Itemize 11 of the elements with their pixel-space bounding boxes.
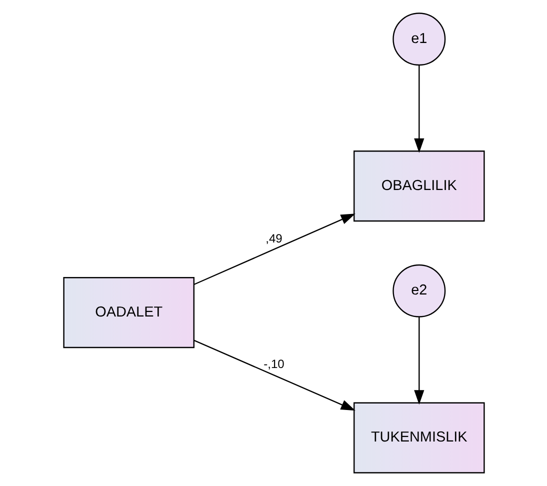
node-box: OBAGLILIK [353, 150, 484, 222]
node-box: OADALET [62, 277, 194, 348]
arrow [193, 214, 355, 286]
node-circle: e2 [392, 264, 446, 318]
arrow [193, 340, 355, 411]
arrow [414, 65, 424, 153]
edge-label: ,49 [265, 232, 282, 246]
node-box: TUKENMISLIK [353, 402, 484, 474]
node-circle: e1 [392, 12, 446, 66]
edge-label: -,10 [263, 356, 284, 371]
arrow [414, 317, 424, 405]
